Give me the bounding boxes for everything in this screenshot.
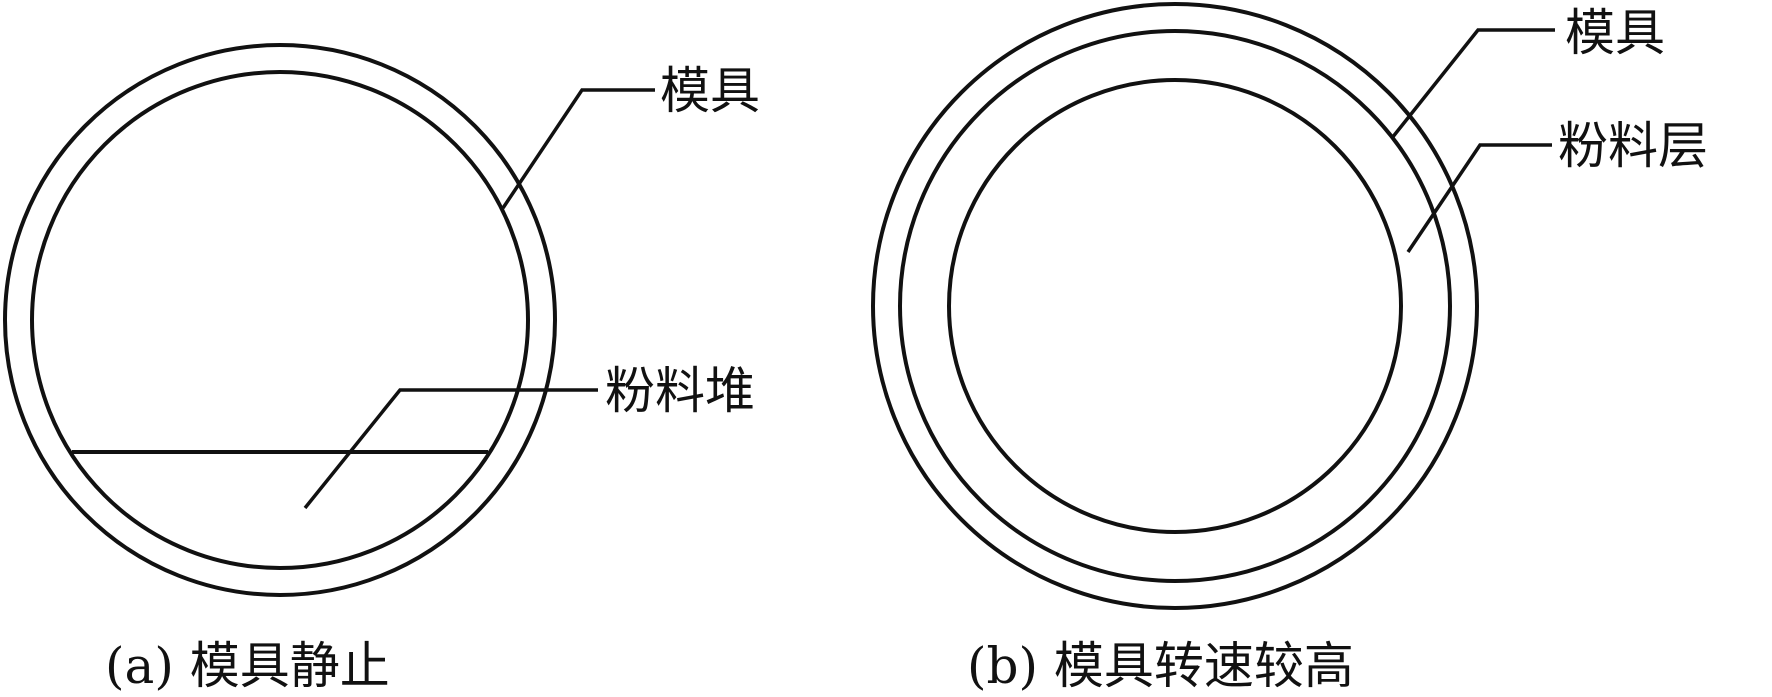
label-mold-a: 模具	[660, 62, 760, 120]
leader-line-mold-b	[1390, 28, 1555, 140]
caption-b: (b) 模具转速较高	[967, 637, 1354, 695]
mold-outer-wall-b	[871, 2, 1479, 610]
panel-a: 模具 粉料堆 (a) 模具静止	[3, 43, 760, 695]
leader-line-powder-layer	[1406, 143, 1552, 253]
mold-inner-wall-a	[30, 70, 530, 570]
panel-b: 模具 粉料层 (b) 模具转速较高	[871, 2, 1708, 695]
mold-inner-wall-b	[898, 29, 1452, 583]
label-powder-pile: 粉料堆	[605, 362, 755, 420]
mold-outer-wall-a	[3, 43, 557, 597]
leader-line-mold-a	[501, 88, 655, 209]
label-mold-b: 模具	[1565, 4, 1665, 62]
powder-layer-inner-surface	[947, 78, 1403, 534]
leader-line-powder-pile	[303, 388, 598, 510]
caption-a: (a) 模具静止	[105, 637, 390, 695]
label-powder-layer: 粉料层	[1558, 117, 1708, 175]
